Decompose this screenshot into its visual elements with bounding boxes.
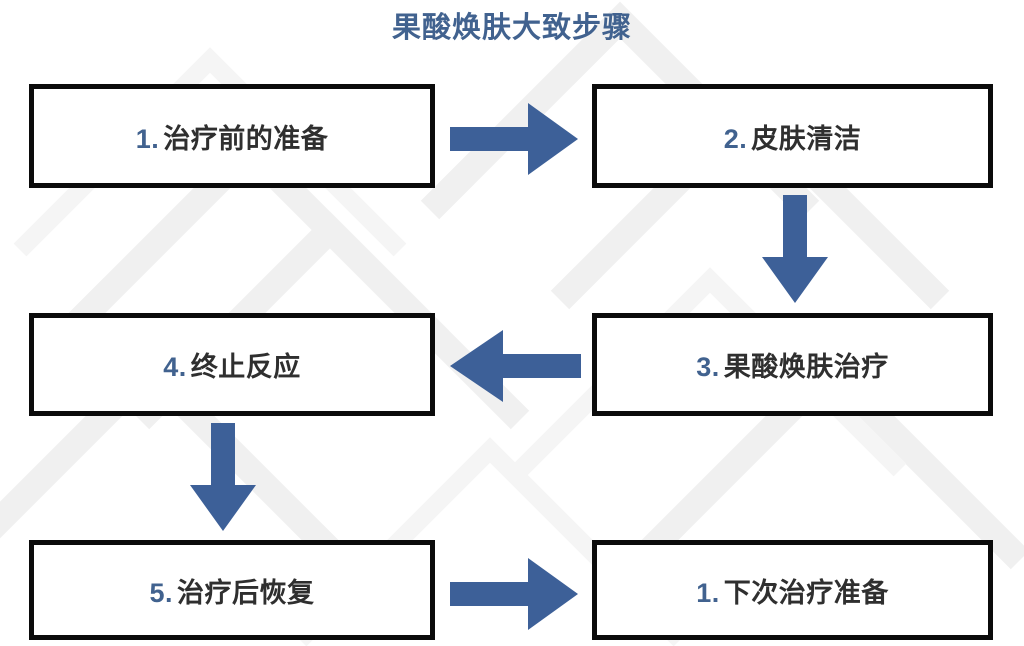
arrow-right-icon-step1-to-step2 xyxy=(450,103,578,175)
step-2-label: 2.皮肤清洁 xyxy=(724,117,862,156)
step-4-number: 4. xyxy=(163,352,187,382)
arrow-down-icon-step2-to-step3 xyxy=(762,195,828,303)
step-box-1[interactable]: 1.治疗前的准备 xyxy=(29,84,435,188)
step-box-6[interactable]: 1.下次治疗准备 xyxy=(592,540,993,640)
step-6-label: 1.下次治疗准备 xyxy=(696,571,889,610)
step-4-label: 4.终止反应 xyxy=(163,345,301,384)
step-3-text: 果酸焕肤治疗 xyxy=(723,352,889,382)
step-3-number: 3. xyxy=(696,352,720,382)
step-5-number: 5. xyxy=(149,577,174,608)
step-6-text: 下次治疗准备 xyxy=(723,577,889,608)
page-title: 果酸焕肤大致步骤 xyxy=(391,12,632,44)
step-6-number: 1. xyxy=(696,577,720,608)
step-box-3[interactable]: 3.果酸焕肤治疗 xyxy=(592,313,993,416)
step-box-2[interactable]: 2.皮肤清洁 xyxy=(592,84,993,188)
step-4-text: 终止反应 xyxy=(190,352,301,382)
step-1-number: 1. xyxy=(135,123,160,154)
step-box-5[interactable]: 5.治疗后恢复 xyxy=(29,540,435,640)
arrow-down-icon-step4-to-step5 xyxy=(190,423,256,531)
step-1-label: 1.治疗前的准备 xyxy=(136,117,329,156)
step-3-label: 3.果酸焕肤治疗 xyxy=(696,345,889,384)
step-1-text: 治疗前的准备 xyxy=(163,123,329,154)
step-5-label: 5.治疗后恢复 xyxy=(149,571,314,610)
step-box-4[interactable]: 4.终止反应 xyxy=(29,313,435,416)
step-2-number: 2. xyxy=(723,123,748,154)
arrow-left-icon-step3-to-step4 xyxy=(450,330,581,402)
arrow-right-icon-step5-to-step6 xyxy=(450,558,578,630)
step-2-text: 皮肤清洁 xyxy=(751,123,862,154)
step-5-text: 治疗后恢复 xyxy=(177,577,315,608)
